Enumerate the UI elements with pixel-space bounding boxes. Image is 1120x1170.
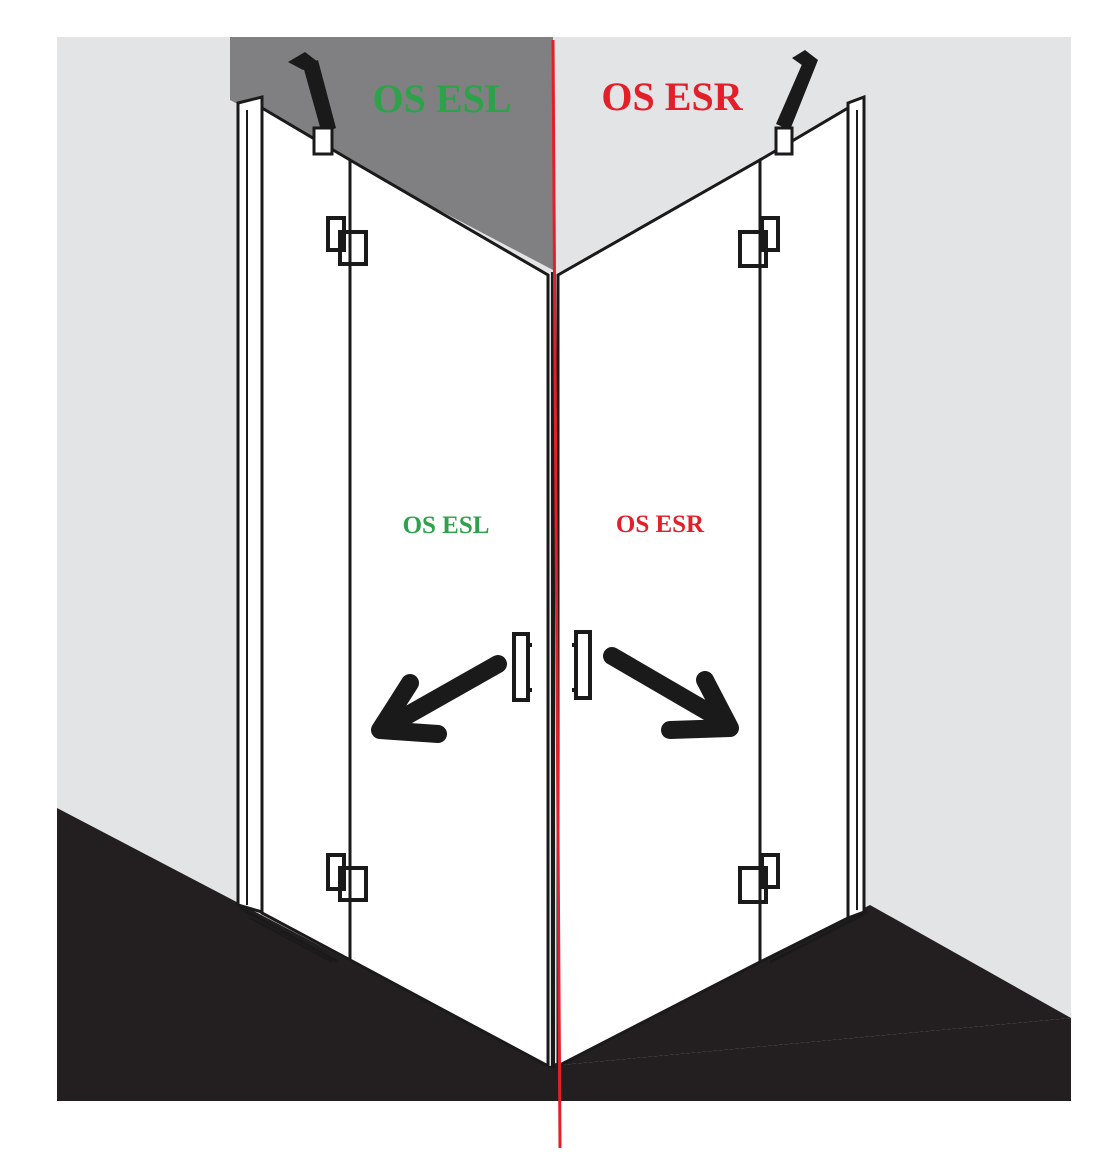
left-fixed-panel: [236, 95, 352, 964]
label-mid-right: OS ESR: [616, 511, 705, 538]
left-wall-bracket-icon: [288, 52, 336, 156]
right-door-handle-icon: [572, 630, 592, 700]
divider-line: [551, 39, 562, 1149]
right-wall-bracket-icon: [774, 50, 818, 156]
right-bottom-hinge-icon: [738, 853, 780, 904]
left-door-glass: [348, 157, 550, 1069]
left-bottom-hinge-icon: [326, 853, 368, 902]
arrow-down-left-icon: [371, 655, 507, 743]
label-top-right: OS ESR: [601, 74, 743, 119]
right-door-glass: [556, 157, 762, 1069]
arrow-down-right-icon: [603, 647, 739, 739]
label-mid-left: OS ESL: [403, 512, 490, 539]
right-top-hinge-icon: [738, 216, 780, 268]
left-door-handle-icon: [512, 632, 532, 702]
left-wall-shadow: [230, 37, 553, 270]
left-top-hinge-icon: [326, 216, 368, 266]
right-fixed-panel: [758, 94, 869, 965]
floor-right: [550, 905, 1071, 1066]
floor: [57, 808, 1071, 1101]
label-top-left: OS ESL: [373, 76, 512, 121]
